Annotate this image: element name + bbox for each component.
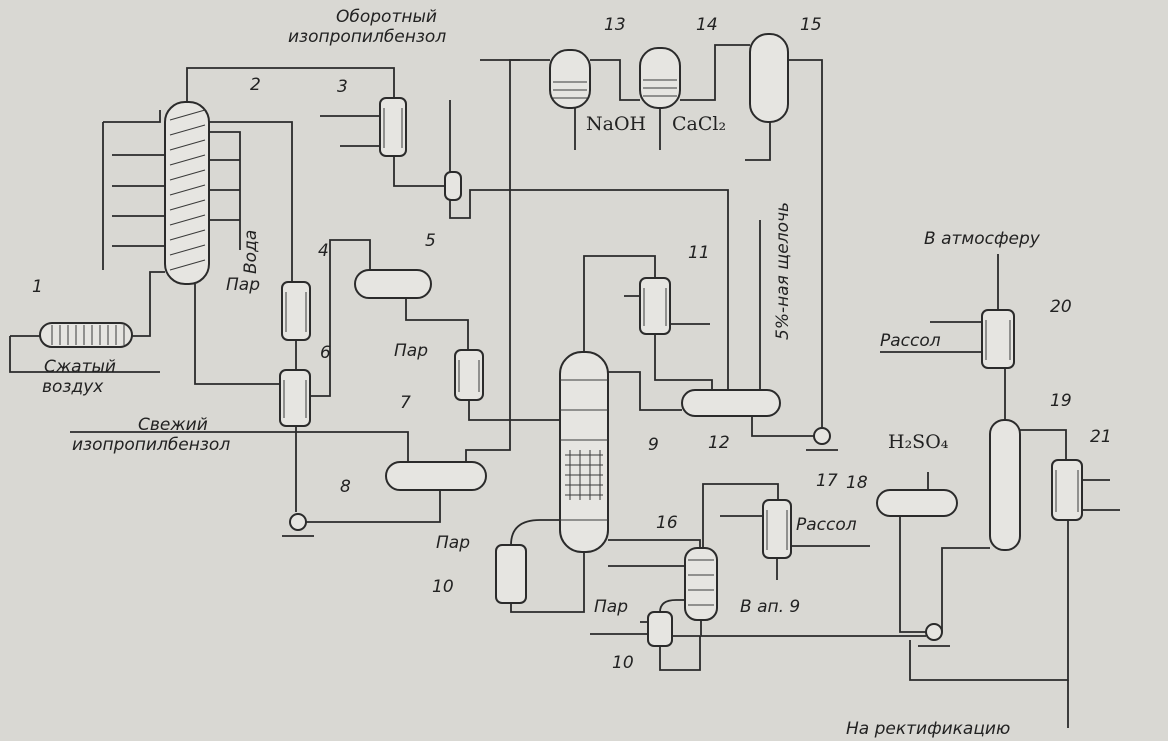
number-15: 15 — [800, 15, 822, 35]
number-18: 18 — [846, 473, 868, 493]
pump-c — [918, 623, 950, 647]
oxidation-column-2 — [164, 101, 210, 285]
separator-small — [444, 171, 462, 201]
label-air-1: Сжатый — [44, 357, 116, 377]
label-to-apparatus9: В ап. 9 — [740, 597, 800, 617]
reboiler-10a — [495, 519, 560, 604]
exchanger-7 — [454, 349, 484, 401]
condenser-17 — [762, 499, 792, 559]
number-10a: 10 — [432, 577, 454, 597]
label-air-2: воздух — [42, 377, 104, 397]
drier-13 — [549, 49, 591, 109]
number-16: 16 — [656, 513, 678, 533]
number-7: 7 — [400, 393, 411, 413]
exchanger-4 — [281, 281, 311, 341]
vessel-15 — [749, 33, 789, 123]
label-naoh: NaOH — [586, 113, 646, 135]
number-13: 13 — [604, 15, 626, 35]
exchanger-6 — [279, 369, 311, 427]
number-14: 14 — [696, 15, 718, 35]
number-9: 9 — [648, 435, 659, 455]
vessel-5 — [354, 269, 432, 299]
label-recycle-1: Оборотный — [336, 7, 437, 27]
number-11: 11 — [688, 243, 710, 263]
number-20: 20 — [1050, 297, 1072, 317]
label-recycle-2: изопропилбензол — [288, 27, 446, 47]
number-5: 5 — [425, 231, 436, 251]
label-atmosphere: В атмосферу — [924, 229, 1041, 249]
condenser-3 — [379, 97, 407, 157]
vessel-8 — [385, 461, 487, 491]
number-1: 1 — [32, 277, 43, 297]
number-21: 21 — [1090, 427, 1112, 447]
number-4: 4 — [318, 241, 329, 261]
label-fresh-1: Свежий — [138, 415, 208, 435]
stream-labels: Оборотный изопропилбензол Сжатый воздух … — [42, 7, 1041, 739]
column-9 — [559, 351, 609, 553]
drier-14 — [639, 47, 681, 109]
label-steam-7: Пар — [394, 341, 428, 361]
number-2: 2 — [250, 75, 261, 95]
vessel-12 — [681, 389, 781, 417]
equipment-numbers: 1 2 3 4 5 6 7 8 9 10 10 11 12 13 14 15 1… — [32, 15, 1112, 673]
label-steam-10b: Пар — [594, 597, 628, 617]
exchanger-21 — [1051, 459, 1083, 521]
column-16 — [684, 547, 718, 621]
number-12: 12 — [708, 433, 730, 453]
exchanger-11 — [639, 277, 671, 335]
pump-a — [282, 513, 314, 537]
column-19 — [989, 419, 1021, 551]
label-fresh-2: изопропилбензол — [72, 435, 230, 455]
condenser-20 — [981, 309, 1015, 369]
label-water: Вода — [241, 230, 261, 274]
number-6: 6 — [320, 343, 331, 363]
label-steam-10a: Пар — [436, 533, 470, 553]
number-8: 8 — [340, 477, 351, 497]
pump-b — [806, 427, 838, 451]
number-10b: 10 — [612, 653, 634, 673]
label-cacl2: CaCl₂ — [672, 113, 726, 135]
vessel-18 — [876, 489, 958, 517]
label-h2so4: H₂SO₄ — [888, 431, 949, 453]
label-brine-20: Рассол — [880, 331, 941, 351]
heater-1 — [39, 322, 133, 348]
label-brine-17: Рассол — [796, 515, 857, 535]
label-steam-4: Пар — [226, 275, 260, 295]
number-19: 19 — [1050, 391, 1072, 411]
reboiler-10b — [647, 599, 688, 647]
label-alkali: 5%-ная щелочь — [773, 202, 793, 340]
label-rectification: На ректификацию — [846, 719, 1010, 739]
number-17: 17 — [816, 471, 838, 491]
piping — [9, 44, 1120, 728]
number-3: 3 — [337, 77, 348, 97]
